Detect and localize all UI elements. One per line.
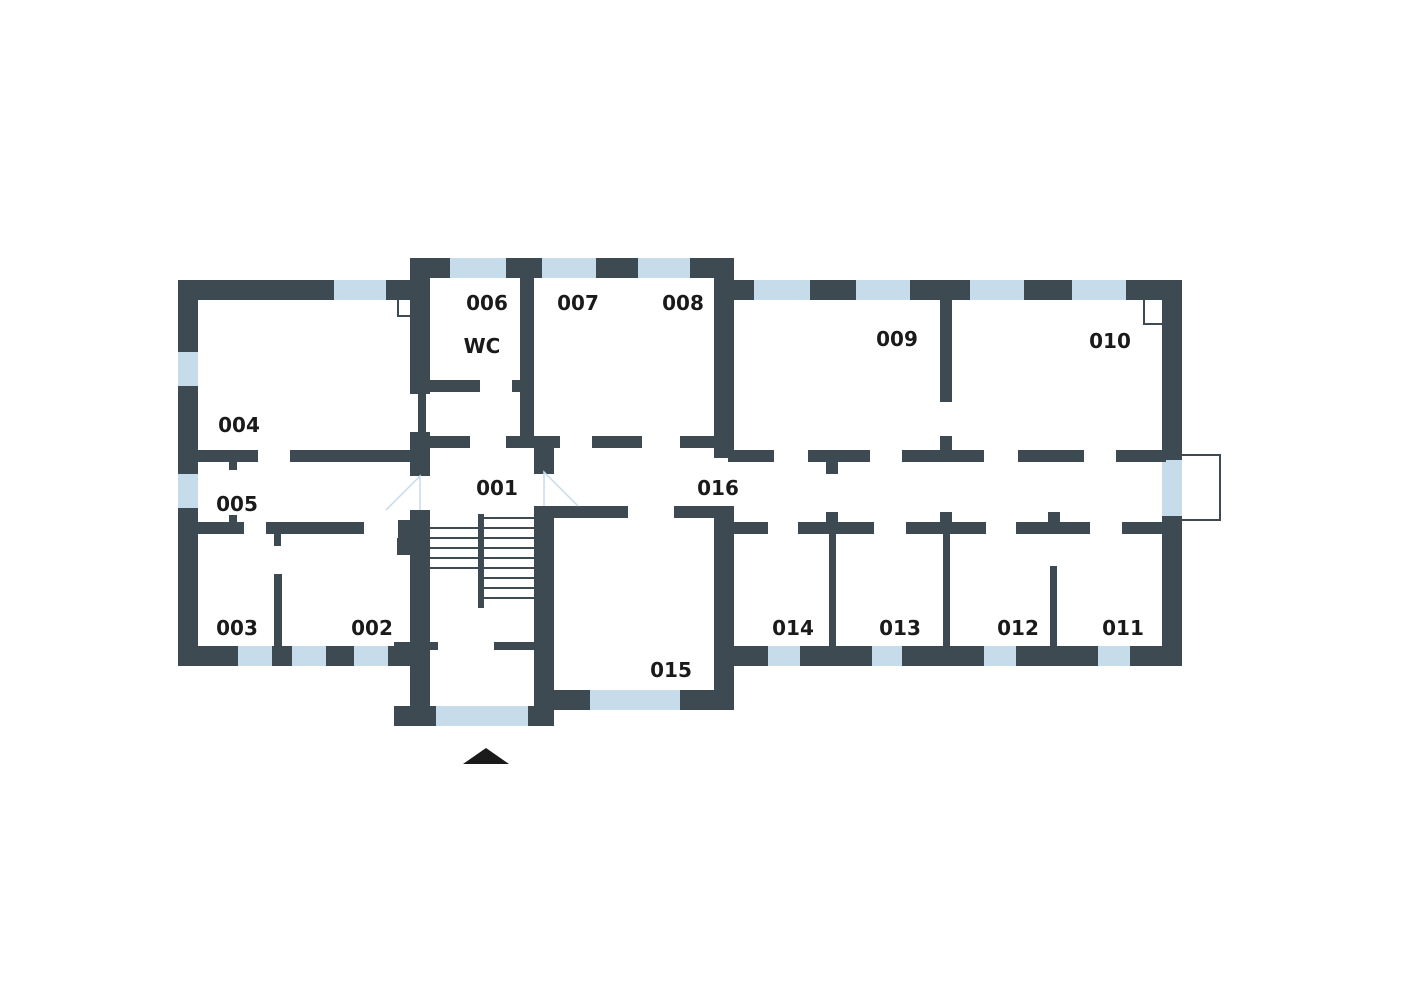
staircase-icon <box>430 514 534 608</box>
room-label-015: 015 <box>650 658 692 682</box>
room-label-001: 001 <box>476 476 518 500</box>
room-label-010: 010 <box>1089 329 1131 353</box>
outer-walls <box>178 258 1182 726</box>
room-label-004: 004 <box>218 413 260 437</box>
door-swings <box>385 470 579 511</box>
room-label-013: 013 <box>879 616 921 640</box>
room-labels: 001 002 003 004 005 006 WC 007 008 009 0… <box>216 291 1144 682</box>
room-label-009: 009 <box>876 327 918 351</box>
room-label-006: 006 <box>466 291 508 315</box>
room-label-011: 011 <box>1102 616 1144 640</box>
room-label-003: 003 <box>216 616 258 640</box>
east-porch <box>1182 454 1221 521</box>
room-label-wc: WC <box>464 334 501 358</box>
room-label-012: 012 <box>997 616 1039 640</box>
interior-walls <box>190 278 1166 650</box>
room-label-016: 016 <box>697 476 739 500</box>
room-label-005: 005 <box>216 492 258 516</box>
entrance-arrow-icon <box>463 748 509 764</box>
room-label-002: 002 <box>351 616 393 640</box>
chimney-details <box>397 296 1162 555</box>
room-label-007: 007 <box>557 291 599 315</box>
room-label-014: 014 <box>772 616 814 640</box>
room-label-008: 008 <box>662 291 704 315</box>
